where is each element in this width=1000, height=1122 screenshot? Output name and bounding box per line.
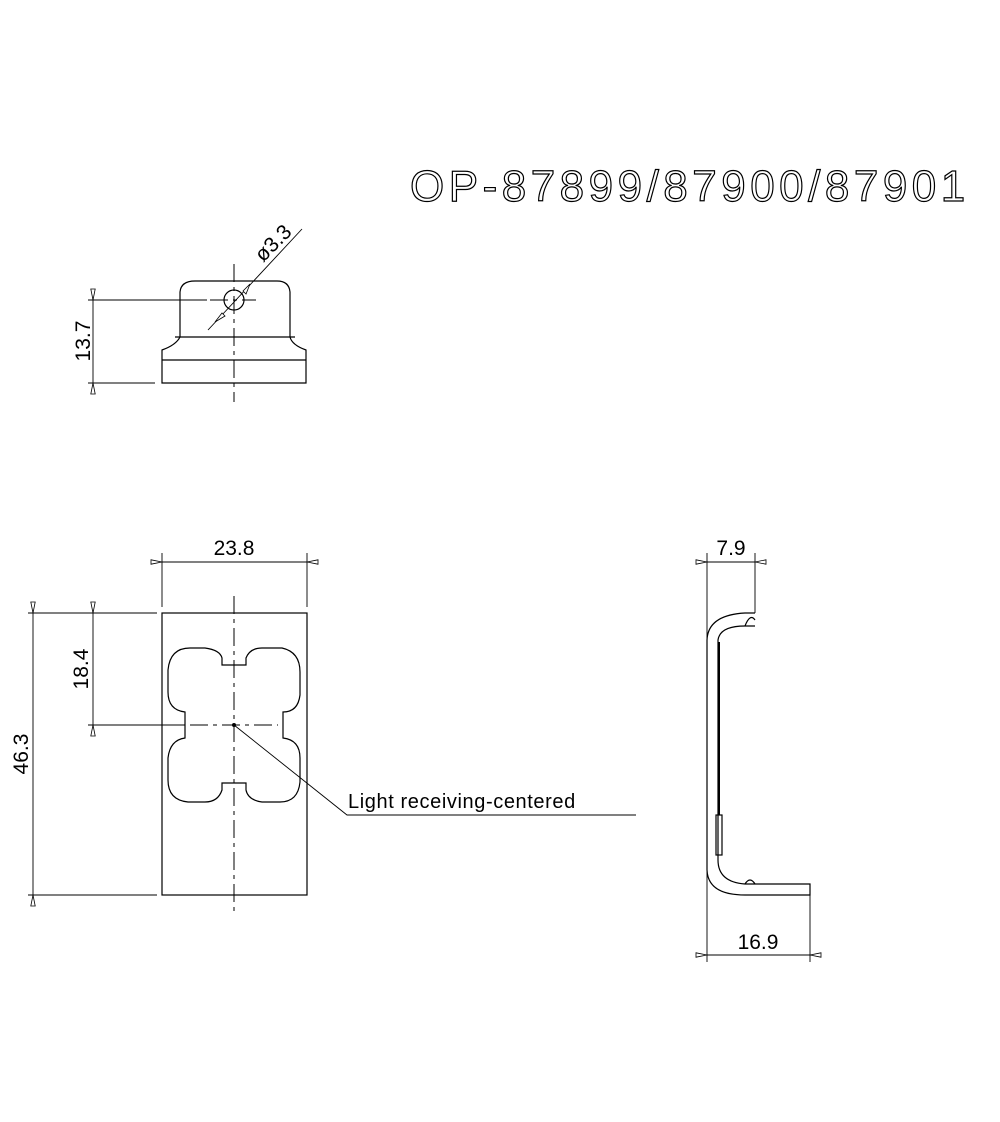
top-view: 13.7 ø3.3 xyxy=(72,220,307,402)
bracket-profile xyxy=(706,612,811,896)
dim-46-3: 46.3 xyxy=(10,734,33,775)
callout-leader xyxy=(233,724,636,816)
light-receiving-window xyxy=(167,647,301,803)
dim-23-8: 23.8 xyxy=(214,537,255,560)
dim-line-hole xyxy=(207,228,303,331)
callout-light-receiving: Light receiving-centered xyxy=(348,791,576,813)
dim-13-7: 13.7 xyxy=(72,321,95,362)
drawing-title: OP-87899/87900/87901 xyxy=(410,162,970,211)
dim-18-4: 18.4 xyxy=(70,648,93,689)
dim-16-9: 16.9 xyxy=(738,931,779,954)
front-view: 23.8 46.3 18.4 Light receiving-centered xyxy=(10,537,636,912)
dim-hole: ø3.3 xyxy=(250,220,296,266)
dim-7-9: 7.9 xyxy=(716,537,745,560)
side-view: 7.9 16.9 xyxy=(707,537,810,962)
